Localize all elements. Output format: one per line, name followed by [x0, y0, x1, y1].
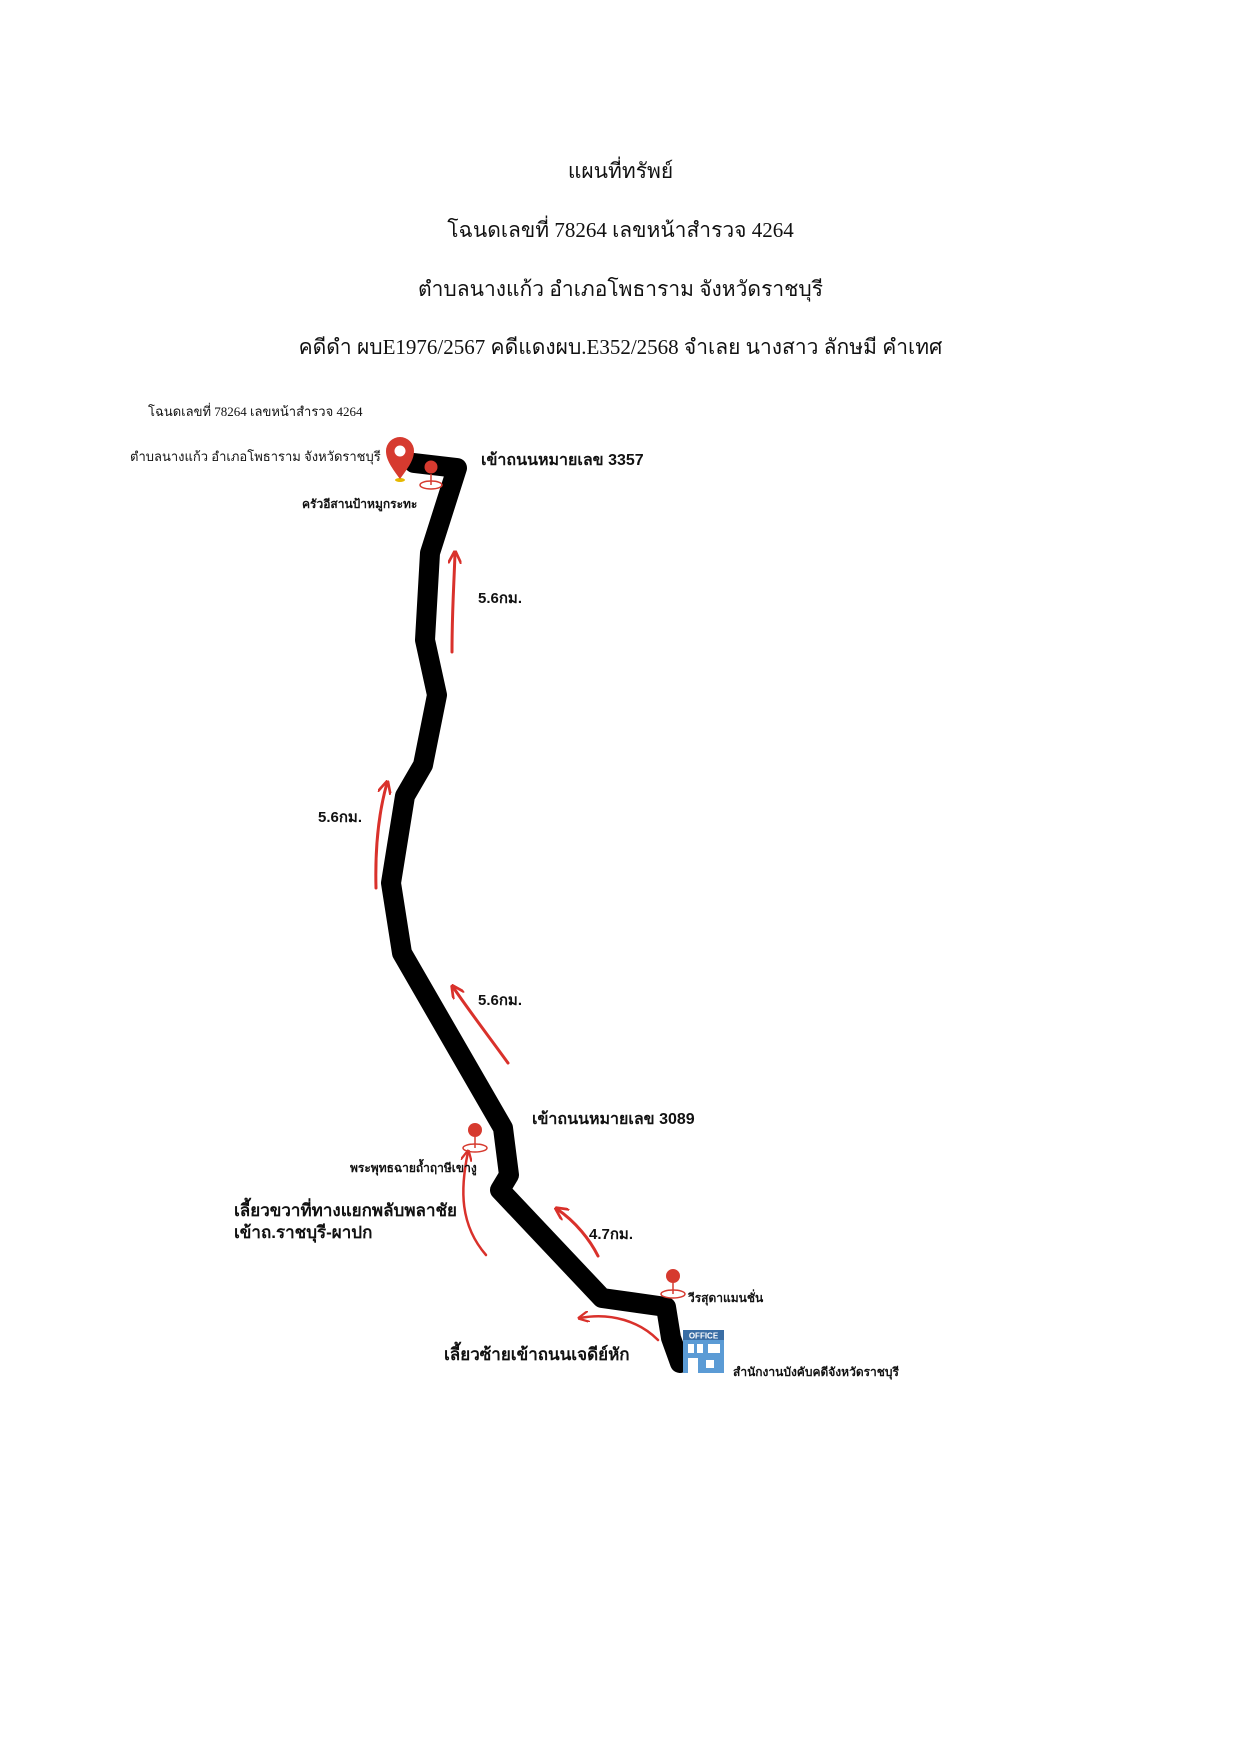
office-label: สำนักงานบังคับคดีจังหวัดราชบุรี — [733, 1365, 900, 1380]
turn-right-label: เลี้ยวขวาที่ทางแยกพลับพลาชัย — [234, 1197, 457, 1220]
direction-arrow-icon — [452, 553, 455, 654]
distance-label: 5.6กม. — [318, 809, 362, 826]
turn-left-label: เลี้ยวซ้ายเข้าถนนเจดีย์หัก — [444, 1341, 630, 1364]
distance-label: 4.7กม. — [589, 1226, 633, 1243]
office-sign-text: OFFICE — [689, 1332, 719, 1341]
deed-line: โฉนดเลขที่ 78264 เลขหน้าสำรวจ 4264 — [447, 218, 794, 242]
case-line: คดีดำ ผบE1976/2567 คดีแดงผบ.E352/2568 จำ… — [298, 335, 943, 359]
page-title: แผนที่ทรัพย์ — [567, 159, 674, 183]
shop-label: วีรสุดาแมนชั่น — [688, 1289, 764, 1306]
direction-arrow-icon — [580, 1316, 660, 1342]
temple-label: พระพุทธฉายถ้ำฤาษีเขางู — [350, 1158, 477, 1176]
location-line: ตำบลนางแก้ว อำเภอโพธาราม จังหวัดราชบุรี — [417, 277, 824, 301]
distance-label: 5.6กม. — [478, 992, 522, 1009]
road-3089-label: เข้าถนนหมายเลข 3089 — [532, 1110, 695, 1128]
small-pin-icon — [419, 460, 443, 490]
distance-label: 5.6กม. — [478, 590, 522, 607]
office-building-icon: OFFICE — [683, 1330, 724, 1373]
restaurant-label: ครัวอีสานป้าหมูกระทะ — [302, 497, 417, 512]
property-deed-label: โฉนดเลขที่ 78264 เลขหน้าสำรวจ 4264 — [148, 403, 363, 419]
direction-arrow-icon — [453, 987, 510, 1065]
direction-arrow-icon — [557, 1209, 600, 1258]
property-location-label: ตำบลนางแก้ว อำเภอโพธาราม จังหวัดราชบุรี — [130, 449, 381, 465]
small-pin-icon — [660, 1269, 686, 1299]
direction-arrow-icon — [463, 1152, 488, 1257]
small-pin-icon — [462, 1123, 488, 1153]
direction-arrow-icon — [374, 783, 387, 890]
route-line — [381, 453, 690, 1373]
turn-right-road-label: เข้าถ.ราชบุรี-ผาปก — [234, 1222, 372, 1243]
road-3357-label: เข้าถนนหมายเลข 3357 — [481, 451, 644, 469]
location-pin-icon — [386, 437, 414, 482]
